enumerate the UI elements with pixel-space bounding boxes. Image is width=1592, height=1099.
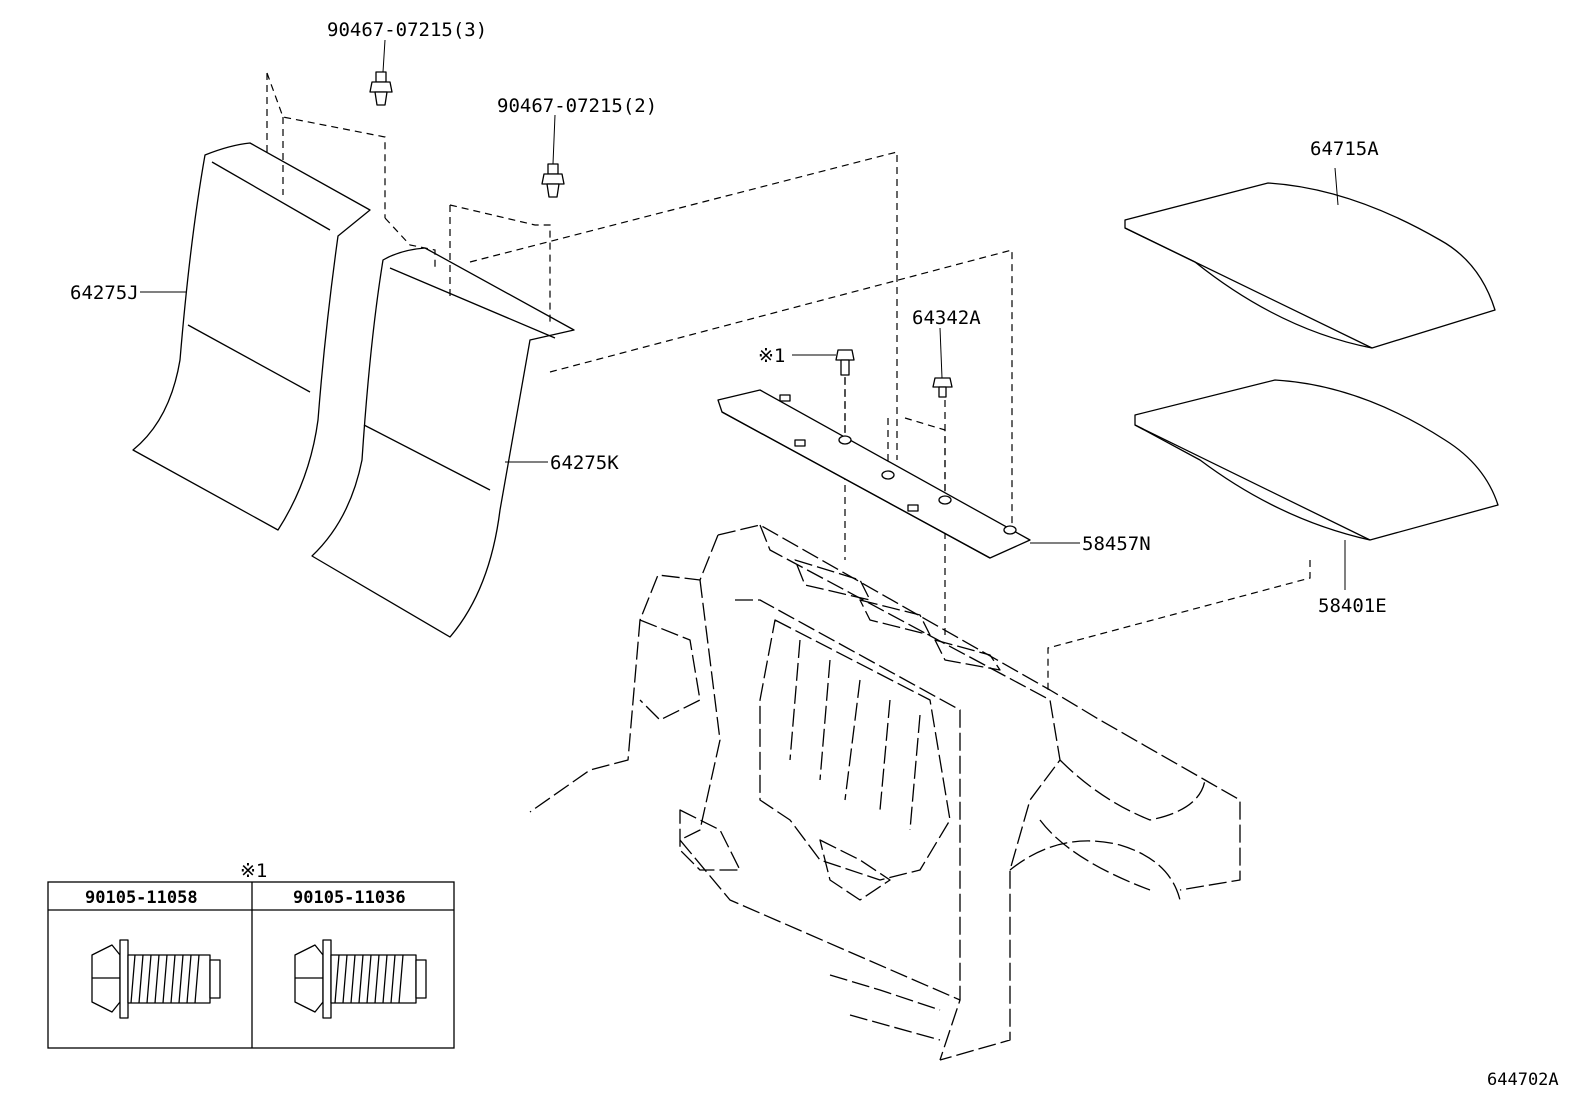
label-screw: 64342A	[912, 307, 981, 329]
label-board-lower: 58401E	[1318, 595, 1387, 617]
label-reinforcement: 58457N	[1082, 533, 1151, 555]
label-bolt-note: ※1	[758, 345, 785, 367]
bolt-90105-11036-icon	[294, 939, 427, 1019]
bolt-table-note: ※1	[240, 860, 267, 882]
reference-number: 644702A	[1487, 1070, 1559, 1090]
clip-90467-middle[interactable]	[541, 163, 565, 198]
label-board-upper: 64715A	[1310, 138, 1379, 160]
label-panel-right: 64275K	[550, 452, 619, 474]
board-58401e[interactable]	[1134, 379, 1499, 541]
bolt-90105-11058-icon	[91, 939, 221, 1019]
label-clip-middle: 90467-07215(2)	[497, 95, 657, 117]
label-panel-left: 64275J	[70, 282, 139, 304]
bolt-note-1[interactable]	[835, 349, 855, 435]
vehicle-body	[529, 524, 1241, 1061]
trim-panel-64275j[interactable]	[132, 142, 371, 531]
screw-64342a[interactable]	[932, 377, 953, 398]
reinforcement-58457n[interactable]	[717, 389, 1031, 559]
bolt-table: ※1 90105-11058 90105-11036	[47, 860, 455, 1049]
label-clip-upper: 90467-07215(3)	[327, 19, 487, 41]
bolt-table-col1: 90105-11058	[85, 888, 198, 908]
bolt-table-col2: 90105-11036	[293, 888, 406, 908]
clip-90467-upper[interactable]	[369, 71, 393, 106]
leader-lines	[140, 39, 1346, 590]
board-64715a[interactable]	[1124, 182, 1496, 349]
trim-panel-64275k[interactable]	[311, 247, 575, 638]
